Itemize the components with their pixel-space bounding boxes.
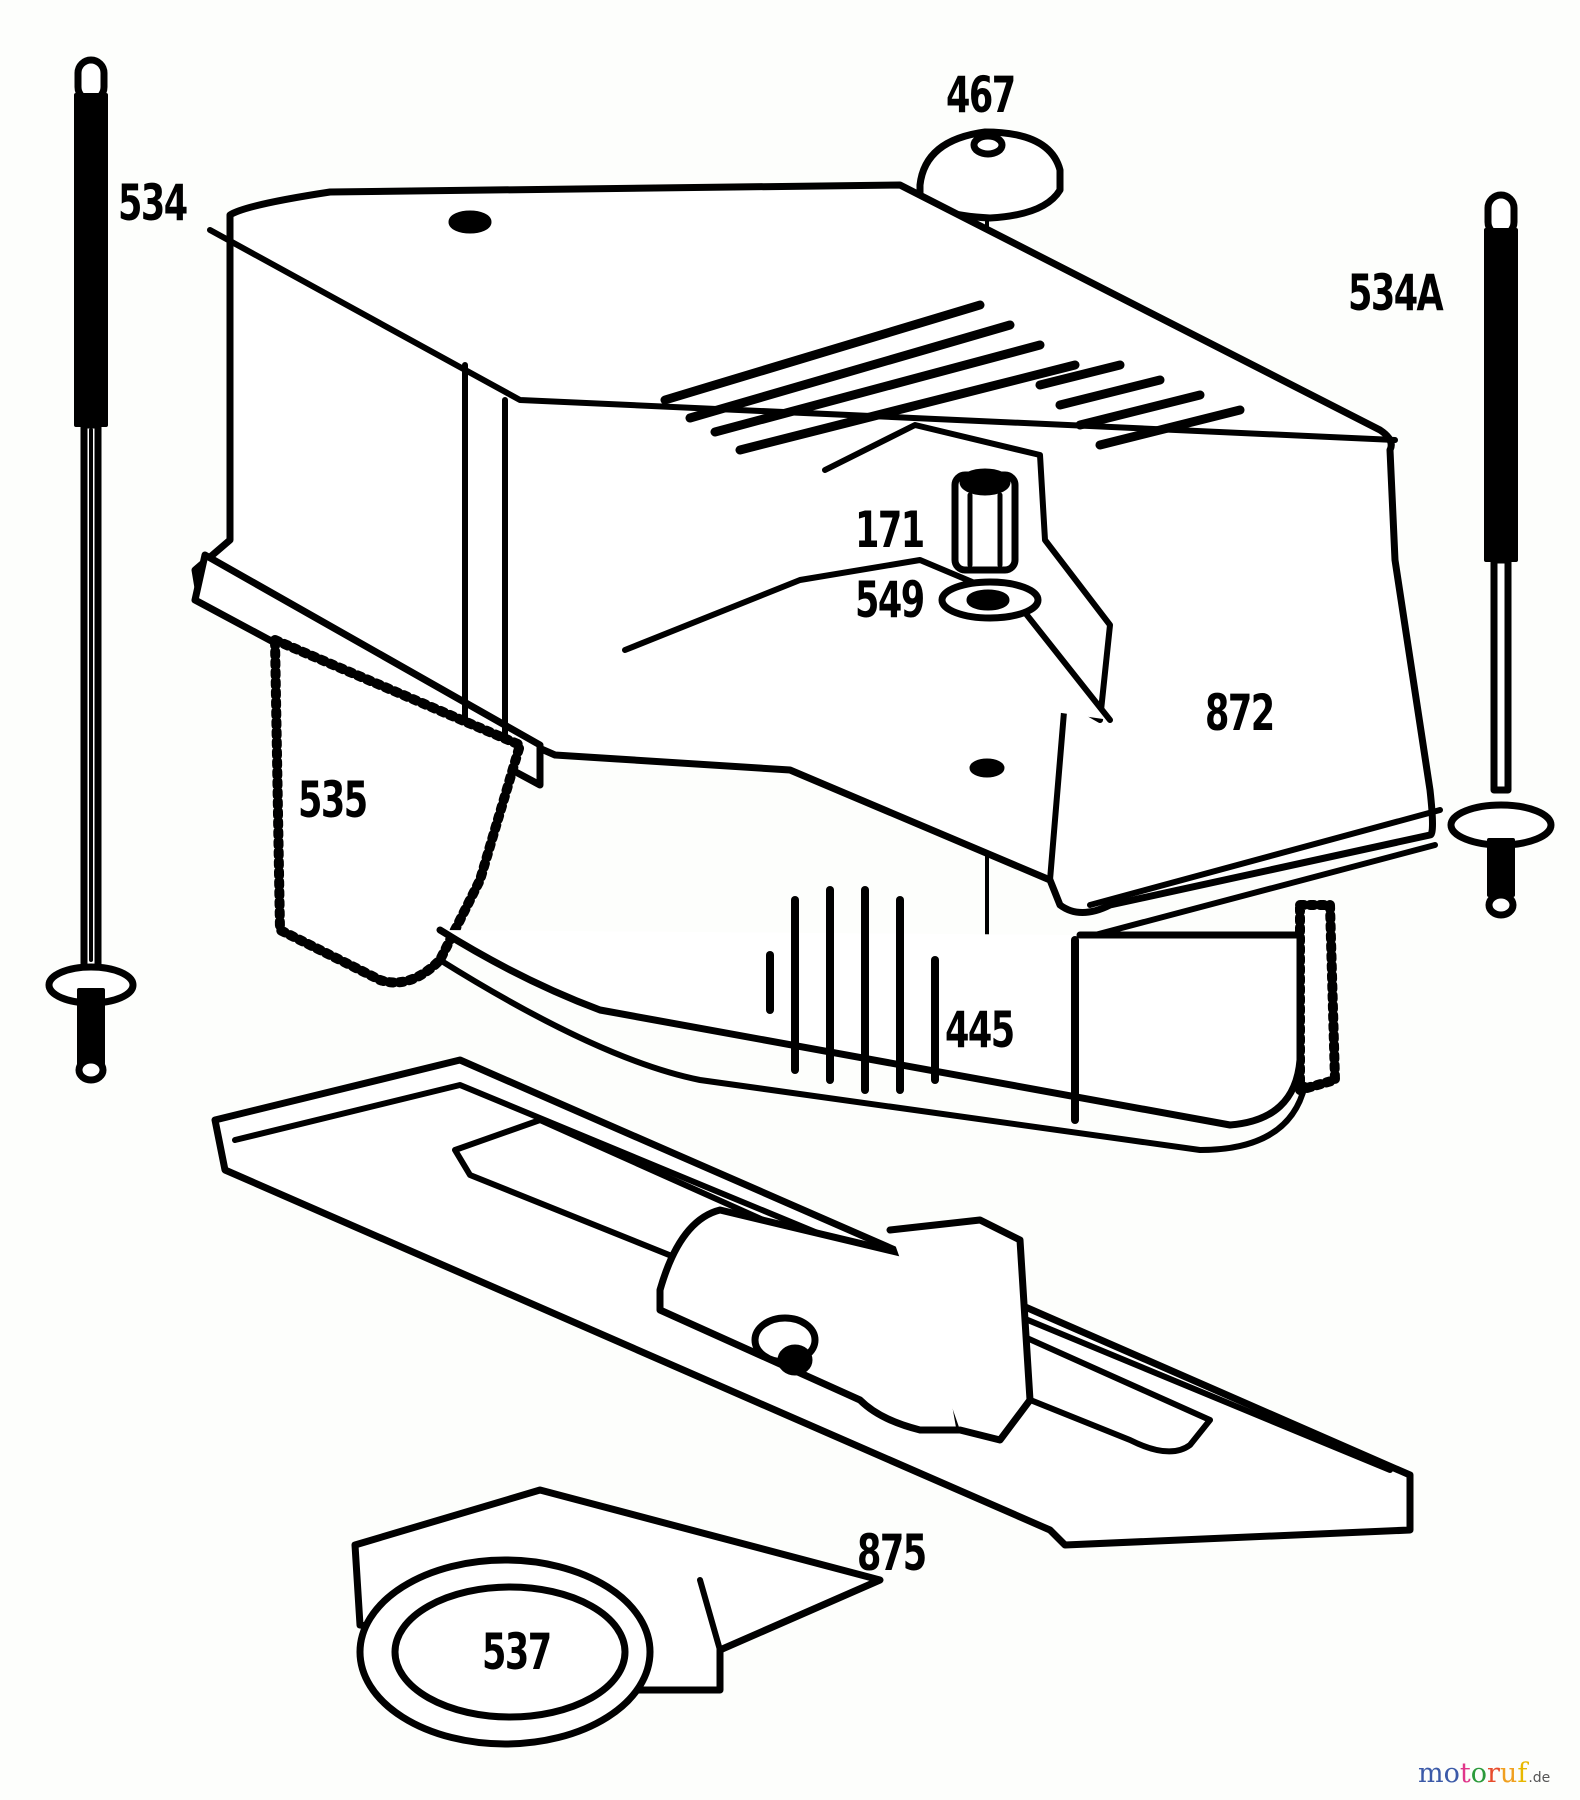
wm-tld: .de [1528,1770,1551,1786]
wm-letter: f [1517,1758,1528,1789]
stud-bolt-534A-icon [1447,191,1555,919]
part-label-875: 875 [857,1524,927,1582]
part-label-534: 534 [118,174,188,232]
stud-bolt-534-icon [45,56,137,1084]
part-label-535: 535 [298,771,368,829]
gasket-537-icon [356,1556,654,1748]
wm-letter: t [1459,1758,1471,1789]
washer-549-icon [938,578,1042,622]
wm-letter: r [1487,1758,1500,1789]
part-label-537: 537 [482,1623,552,1681]
motoruf-watermark: motoruf.de [1418,1760,1550,1787]
part-label-534A: 534A [1348,264,1444,322]
part-label-872: 872 [1205,684,1275,742]
wm-letter: u [1499,1758,1518,1789]
part-label-445: 445 [945,1001,1015,1059]
wm-letter: m [1418,1758,1444,1789]
wm-letter: o [1470,1758,1487,1789]
paper-filter-445-icon [436,886,1308,1153]
spacer-171-icon [951,468,1019,574]
wm-letter: o [1443,1758,1460,1789]
part-label-171: 171 [855,501,925,559]
air-cleaner-base-875-icon [211,1056,1414,1694]
part-label-549: 549 [855,571,925,629]
part-label-467: 467 [946,66,1016,124]
